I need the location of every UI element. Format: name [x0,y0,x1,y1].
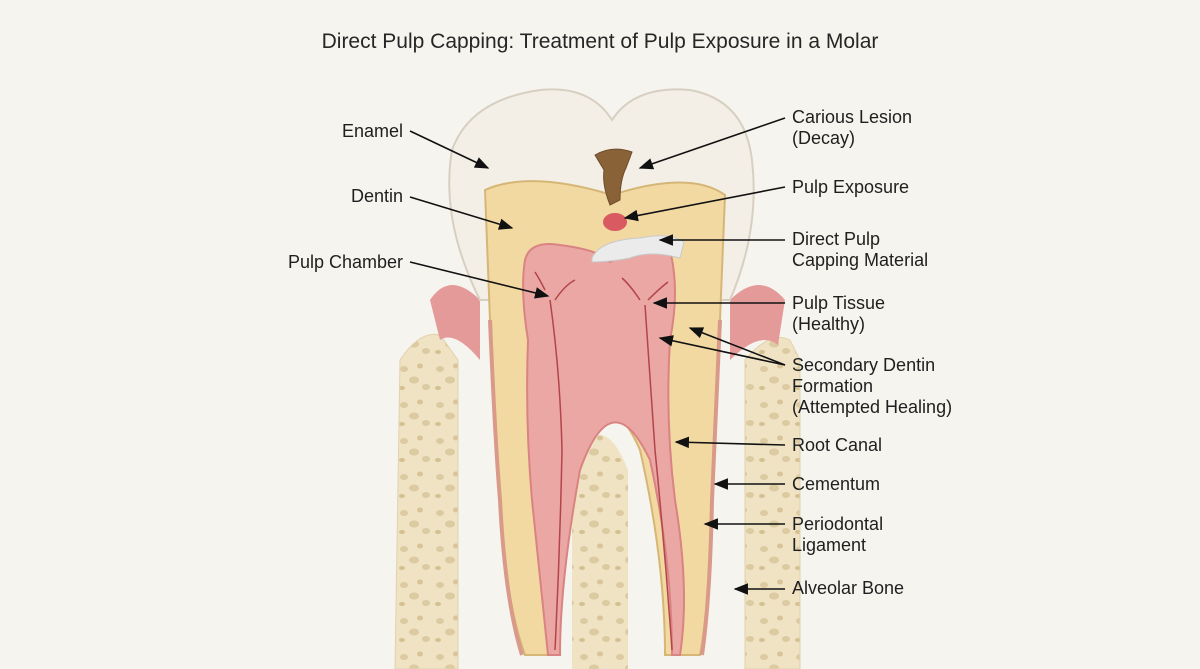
gum-left [430,285,480,360]
label-alveolar-bone: Alveolar Bone [792,578,905,598]
label-pulp-exposure: Pulp Exposure [792,177,910,197]
label-root-canal: Root Canal [792,435,883,455]
label-pulp-tissue: Pulp Tissue (Healthy) [792,293,886,334]
label-pulp-chamber: Pulp Chamber [287,252,403,272]
label-periodontal-ligament: Periodontal Ligament [792,514,884,555]
cementum-outline [488,319,524,656]
label-capping-material: Direct Pulp Capping Material [792,229,929,270]
decay-lesion [594,148,633,206]
leader-arrows [409,117,786,595]
exposure-point [603,213,627,231]
alveolar-bone-region [394,333,459,669]
label-carious-lesion: Carious Lesion (Decay) [792,107,913,148]
cementum-outline-right [700,319,722,656]
pulp-vessels [534,271,673,651]
label-cementum: Cementum [792,474,881,494]
label-secondary-dentin: Secondary Dentin Formation (Attempted He… [792,355,953,417]
inter-radicular-bone [572,435,628,669]
label-dentin: Dentin [350,186,403,206]
diagram-title: Direct Pulp Capping: Treatment of Pulp E… [321,30,879,53]
label-enamel: Enamel [341,121,403,141]
